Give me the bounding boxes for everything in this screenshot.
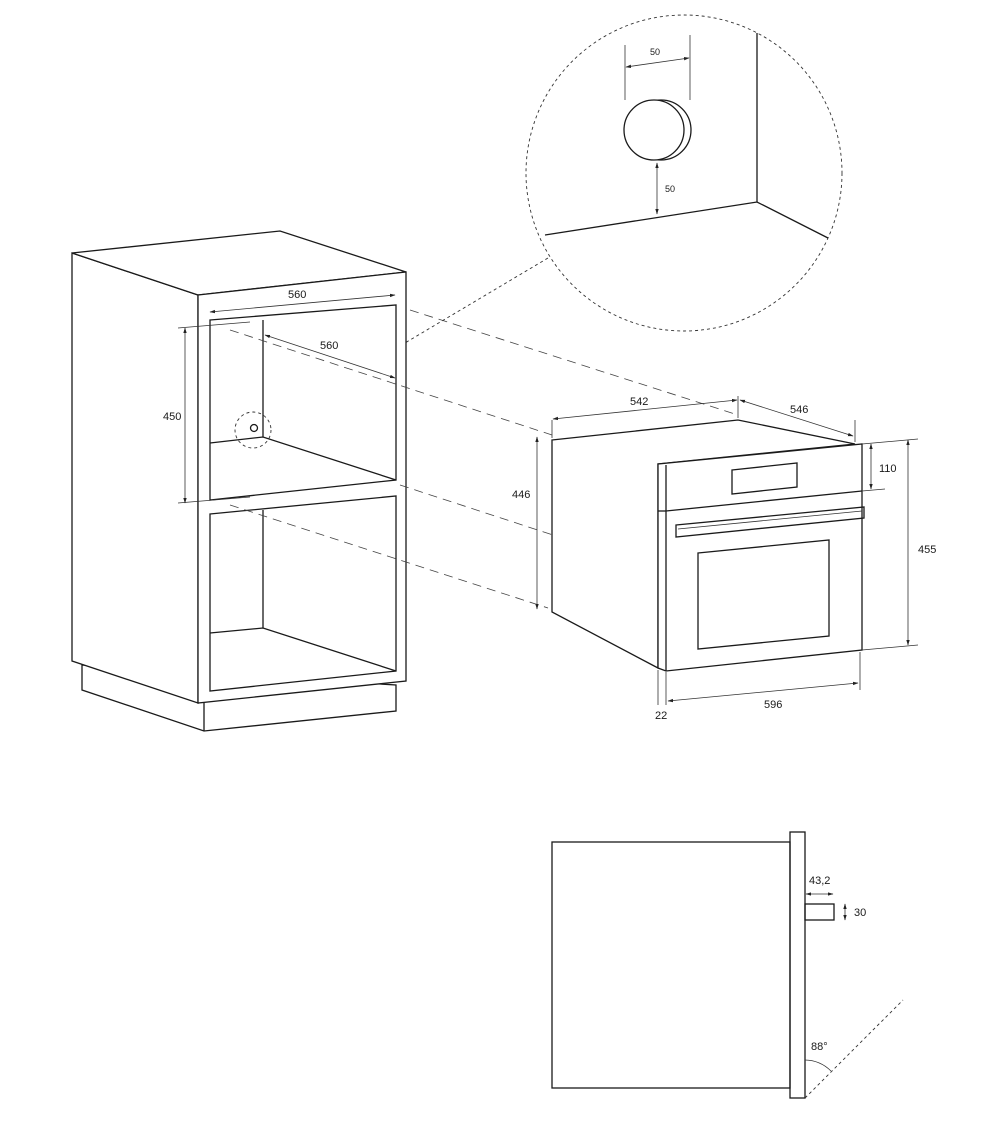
handle-profile: [804, 903, 835, 921]
door-handle: [675, 506, 865, 538]
dim-cabinet-depth: 560: [320, 340, 338, 352]
dim-panel-height: 110: [879, 463, 897, 475]
dim-knob-y: 50: [665, 184, 675, 194]
dim-oven-width: 596: [764, 699, 782, 711]
dim-oven-height: 455: [918, 544, 936, 556]
oven-window: [697, 539, 830, 650]
dim-oven-body-height: 446: [512, 489, 530, 501]
display-panel: [731, 462, 798, 495]
knob-icon: [623, 99, 685, 161]
dim-cabinet-height: 450: [163, 411, 181, 423]
oven: 542 546 446 110 455 22 596: [512, 396, 936, 722]
dim-cabinet-width: 560: [288, 289, 306, 301]
dim-door-angle: 88°: [811, 1041, 828, 1053]
dim-oven-depth-side: 546: [790, 404, 808, 416]
socket-icon: [249, 423, 259, 433]
detail-magnifier: 50 50: [271, 14, 843, 423]
dim-handle-height: 30: [854, 907, 866, 919]
dim-knob-x: 50: [650, 47, 660, 57]
dim-oven-depth-top: 542: [630, 396, 648, 408]
dim-door-thickness: 22: [655, 710, 667, 722]
side-view: 43,2 30 88°: [551, 831, 904, 1099]
cabinet: 560 560 450: [71, 230, 739, 732]
dim-handle-depth: 43,2: [809, 875, 830, 887]
